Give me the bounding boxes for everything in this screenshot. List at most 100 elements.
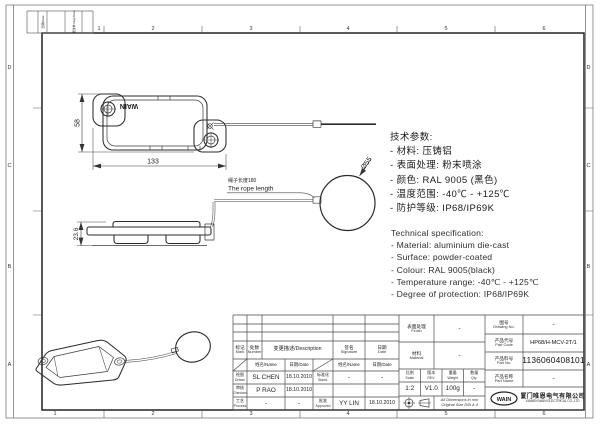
checked-date: 18.10.2010	[286, 386, 312, 393]
zone-number-bottom-2: 2	[151, 411, 155, 417]
zone-letter-left-c: C	[7, 163, 12, 169]
zone-number-top-1: 1	[97, 26, 101, 32]
drawn-name: SL CHEN	[252, 373, 280, 381]
rev-header-number: 处数 Number	[247, 345, 262, 355]
standard-name: -	[347, 373, 351, 381]
field-label-rev: 版本 REV.	[427, 370, 436, 380]
zone-letter-left-d: D	[7, 65, 12, 71]
dim-ring-diameter: Ø55	[360, 156, 374, 171]
zone-letter-right-d: D	[586, 65, 591, 71]
top-view-cover	[92, 93, 227, 153]
spec-cn-line: - 颜色: RAL 9005 (黑色)	[390, 174, 498, 186]
process-name: -	[264, 399, 268, 407]
process-date: -	[297, 399, 301, 407]
projection-symbol	[403, 397, 431, 409]
title-block-grid	[232, 314, 584, 411]
zone-number-bottom-5: 5	[444, 411, 448, 417]
bolt-hole-bottom-right	[202, 131, 220, 149]
row-label-standard: 标准化 Stand.	[317, 372, 329, 382]
field-label-drawing-no: 图号 Drawing No.	[493, 319, 515, 329]
corner-revision-table: 日期/Date 更改单 Dwg.Data	[26, 10, 94, 34]
drawn-date: 18.10.2010	[286, 373, 312, 380]
ring-circle	[319, 174, 376, 232]
zone-letter-left-b: B	[7, 264, 12, 270]
spec-block-english: Technical specification: - Material: alu…	[391, 227, 539, 300]
spec-en-line: - Temperature range: -40℃ - +125℃	[391, 276, 539, 287]
zone-number-top-2: 2	[151, 26, 155, 32]
subheader-date-2: 日期/Date	[372, 362, 392, 368]
rev-header-mark: 标记 Mark	[235, 345, 245, 355]
rev-header-description: 变更描述/Description	[273, 346, 322, 353]
company-logo: WAIN	[490, 391, 518, 406]
dim-23-6: 23.6	[73, 227, 80, 240]
spec-en-line: - Degree of protection: IP68/IP69K	[391, 289, 530, 300]
rev-header-date: 日期 Date	[377, 345, 387, 355]
row-label-checked: 审核 Checked	[233, 385, 247, 395]
bolt-hole-top-left	[99, 100, 117, 118]
approved-name: YY LIN	[339, 399, 359, 407]
field-value-material: -	[458, 351, 461, 359]
field-label-part-code: 产品代号 Part Code	[494, 338, 514, 348]
zone-number-bottom-1: 1	[53, 411, 57, 417]
spec-block-chinese: 技术参数: - 材料: 压铸铝 - 表面处理: 粉末喷涂 - 颜色: RAL 9…	[390, 131, 510, 216]
field-label-part-no: 产品料号 Part No.	[494, 356, 514, 366]
zone-number-top-5: 5	[444, 26, 448, 32]
zone-letter-left-a: A	[7, 362, 12, 368]
part-brand-text: WAIN	[120, 102, 138, 109]
zone-letter-right-b: B	[586, 264, 591, 270]
spec-en-line: - Surface: powder-coated	[391, 252, 493, 263]
field-value-part-no: 1136060408101	[523, 355, 584, 366]
spec-cn-line: - 防护等级: IP68/IP69K	[390, 203, 495, 215]
dimensions-note: All Dimensions in mm Original Size DIN A…	[440, 397, 479, 407]
company-logo-text: WAIN	[497, 397, 512, 403]
spec-en-title: Technical specification:	[391, 228, 484, 238]
field-label-scale: 比例 Scale	[405, 370, 415, 380]
company-name: 厦门唯恩电气有限公司 XIAMEN WAIN ELECTRICAL CO.,LT…	[521, 393, 584, 404]
approved-date: 18.10.2010	[369, 399, 395, 406]
rope-side-view	[214, 196, 322, 204]
field-value-weight: 100g	[445, 385, 460, 393]
field-value-rev: V1.0	[424, 385, 438, 393]
field-label-qty: 数量 Qty.	[470, 370, 479, 380]
zone-number-bottom-4: 4	[346, 411, 350, 417]
zone-number-bottom-3: 3	[249, 411, 253, 417]
zone-number-top-3: 3	[249, 26, 253, 32]
field-label-weight: 重量 Weight	[447, 370, 459, 380]
spec-en-line: - Colour: RAL 9005(black)	[391, 264, 496, 275]
standard-date: -	[380, 373, 384, 381]
rope-note-cn: 绳子长度180	[228, 177, 257, 184]
iso-ring	[175, 331, 211, 363]
rope-anchor	[206, 122, 214, 130]
rope-note-en: The rope length	[228, 186, 274, 193]
corner-cell-2: 更改单 Dwg.Data	[71, 10, 76, 33]
subheader-name-1: 姓名/Name	[255, 362, 277, 368]
side-view-cover	[86, 201, 216, 246]
dim-133: 133	[147, 159, 159, 166]
checked-name: P RAO	[256, 386, 276, 394]
rope-top-view	[214, 120, 376, 128]
spec-cn-title: 技术参数:	[390, 132, 433, 143]
field-label-part-name: 产品名称 Part Name	[494, 373, 514, 383]
spec-cn-line: - 表面处理: 粉末喷涂	[390, 160, 482, 172]
field-value-drawing-no: -	[552, 320, 555, 328]
rope-length-note: 绳子长度180 The rope length	[227, 177, 315, 199]
row-label-process: 工艺 Process	[233, 398, 247, 408]
zone-number-bottom-6: 6	[542, 411, 546, 417]
zone-number-top-6: 6	[542, 26, 546, 32]
zone-letter-right-c: C	[586, 163, 591, 169]
field-value-part-code: HP68/H-MCV-2T/1	[530, 339, 577, 346]
field-label-material: 材料 Material	[409, 350, 424, 360]
field-value-part-name: -	[552, 374, 555, 382]
subheader-date-1: 日期/Date	[289, 362, 309, 368]
isometric-view	[35, 331, 211, 386]
zone-number-top-4: 4	[346, 26, 350, 32]
row-label-approved: 批准 Approved	[315, 398, 331, 408]
spec-cn-line: - 温度范围: -40℃ - +125℃	[390, 188, 510, 200]
field-label-finish: 表面处理 Finish	[407, 323, 426, 333]
rev-header-signature: 签名 Signature	[340, 345, 358, 355]
spec-cn-line: - 材料: 压铸铝	[390, 146, 453, 158]
corner-cell-1: 日期/Date	[40, 15, 45, 29]
field-value-finish: -	[458, 324, 461, 332]
